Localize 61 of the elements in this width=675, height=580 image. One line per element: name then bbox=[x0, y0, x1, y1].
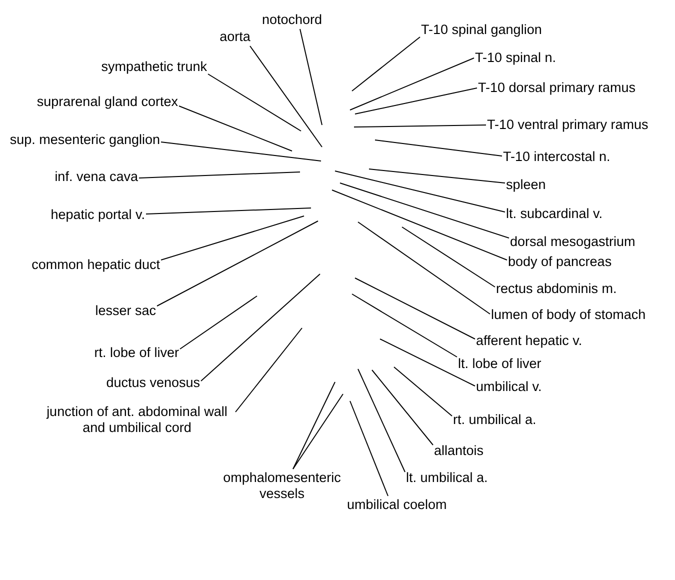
leader-line bbox=[160, 216, 304, 260]
leader-line bbox=[352, 36, 420, 92]
part-label: rt. umbilical a. bbox=[453, 412, 536, 428]
leader-line bbox=[160, 142, 322, 162]
part-label: T-10 spinal ganglion bbox=[421, 22, 542, 38]
leader-line bbox=[358, 222, 490, 314]
leader-line bbox=[178, 106, 292, 152]
part-label: sympathetic trunk bbox=[101, 59, 207, 75]
part-label: umbilical v. bbox=[476, 379, 542, 395]
part-label: notochord bbox=[262, 12, 322, 28]
leader-line bbox=[208, 74, 302, 132]
part-label: hepatic portal v. bbox=[50, 207, 145, 223]
leader-line bbox=[300, 28, 322, 126]
part-label: spleen bbox=[506, 177, 546, 193]
leader-line bbox=[358, 368, 406, 472]
part-label: afferent hepatic v. bbox=[476, 333, 582, 349]
part-label: lt. umbilical a. bbox=[406, 470, 488, 486]
leader-line bbox=[235, 328, 302, 412]
part-label: lesser sac bbox=[95, 303, 156, 319]
leader-line bbox=[354, 88, 478, 114]
part-label: sup. mesenteric ganglion bbox=[10, 132, 160, 148]
part-label: allantois bbox=[434, 443, 484, 459]
part-label: junction of ant. abdominal wall and umbilical cord bbox=[40, 404, 234, 436]
leader-line bbox=[352, 294, 458, 358]
part-label: T-10 intercostal n. bbox=[503, 149, 610, 165]
leader-line bbox=[334, 170, 506, 212]
leader-line bbox=[146, 208, 312, 214]
leader-line bbox=[372, 370, 434, 446]
leader-line bbox=[368, 168, 506, 184]
leader-line bbox=[374, 140, 502, 156]
part-label: T-10 dorsal primary ramus bbox=[478, 80, 636, 96]
part-label: body of pancreas bbox=[508, 254, 612, 270]
leader-line bbox=[340, 182, 510, 238]
leader-line bbox=[354, 278, 476, 340]
leader-line bbox=[200, 274, 320, 382]
part-label: rt. lobe of liver bbox=[94, 345, 179, 361]
leader-line bbox=[250, 46, 322, 148]
leader-line bbox=[332, 190, 508, 260]
part-label: T-10 ventral primary ramus bbox=[487, 117, 648, 133]
part-label: aorta bbox=[220, 29, 250, 45]
part-label: rectus abdominis m. bbox=[496, 281, 617, 297]
leader-line bbox=[156, 220, 318, 306]
leader-line bbox=[354, 124, 486, 128]
part-label: inf. vena cava bbox=[54, 169, 138, 185]
leader-line bbox=[292, 382, 336, 470]
leader-line bbox=[350, 58, 474, 110]
leader-line bbox=[402, 226, 496, 288]
part-label: lt. subcardinal v. bbox=[506, 206, 603, 222]
part-label: common hepatic duct bbox=[32, 257, 160, 273]
part-label: dorsal mesogastrium bbox=[510, 234, 636, 250]
leader-line bbox=[394, 366, 452, 416]
part-label: lt. lobe of liver bbox=[458, 356, 542, 372]
leader-line bbox=[380, 338, 476, 386]
leader-line bbox=[350, 400, 388, 496]
leader-line bbox=[138, 172, 300, 178]
leader-line bbox=[292, 394, 344, 470]
part-label: ductus venosus bbox=[106, 375, 200, 391]
part-label: suprarenal gland cortex bbox=[36, 94, 178, 110]
part-label: lumen of body of stomach bbox=[491, 307, 646, 323]
leader-line bbox=[180, 296, 258, 350]
part-label: T-10 spinal n. bbox=[475, 50, 556, 66]
